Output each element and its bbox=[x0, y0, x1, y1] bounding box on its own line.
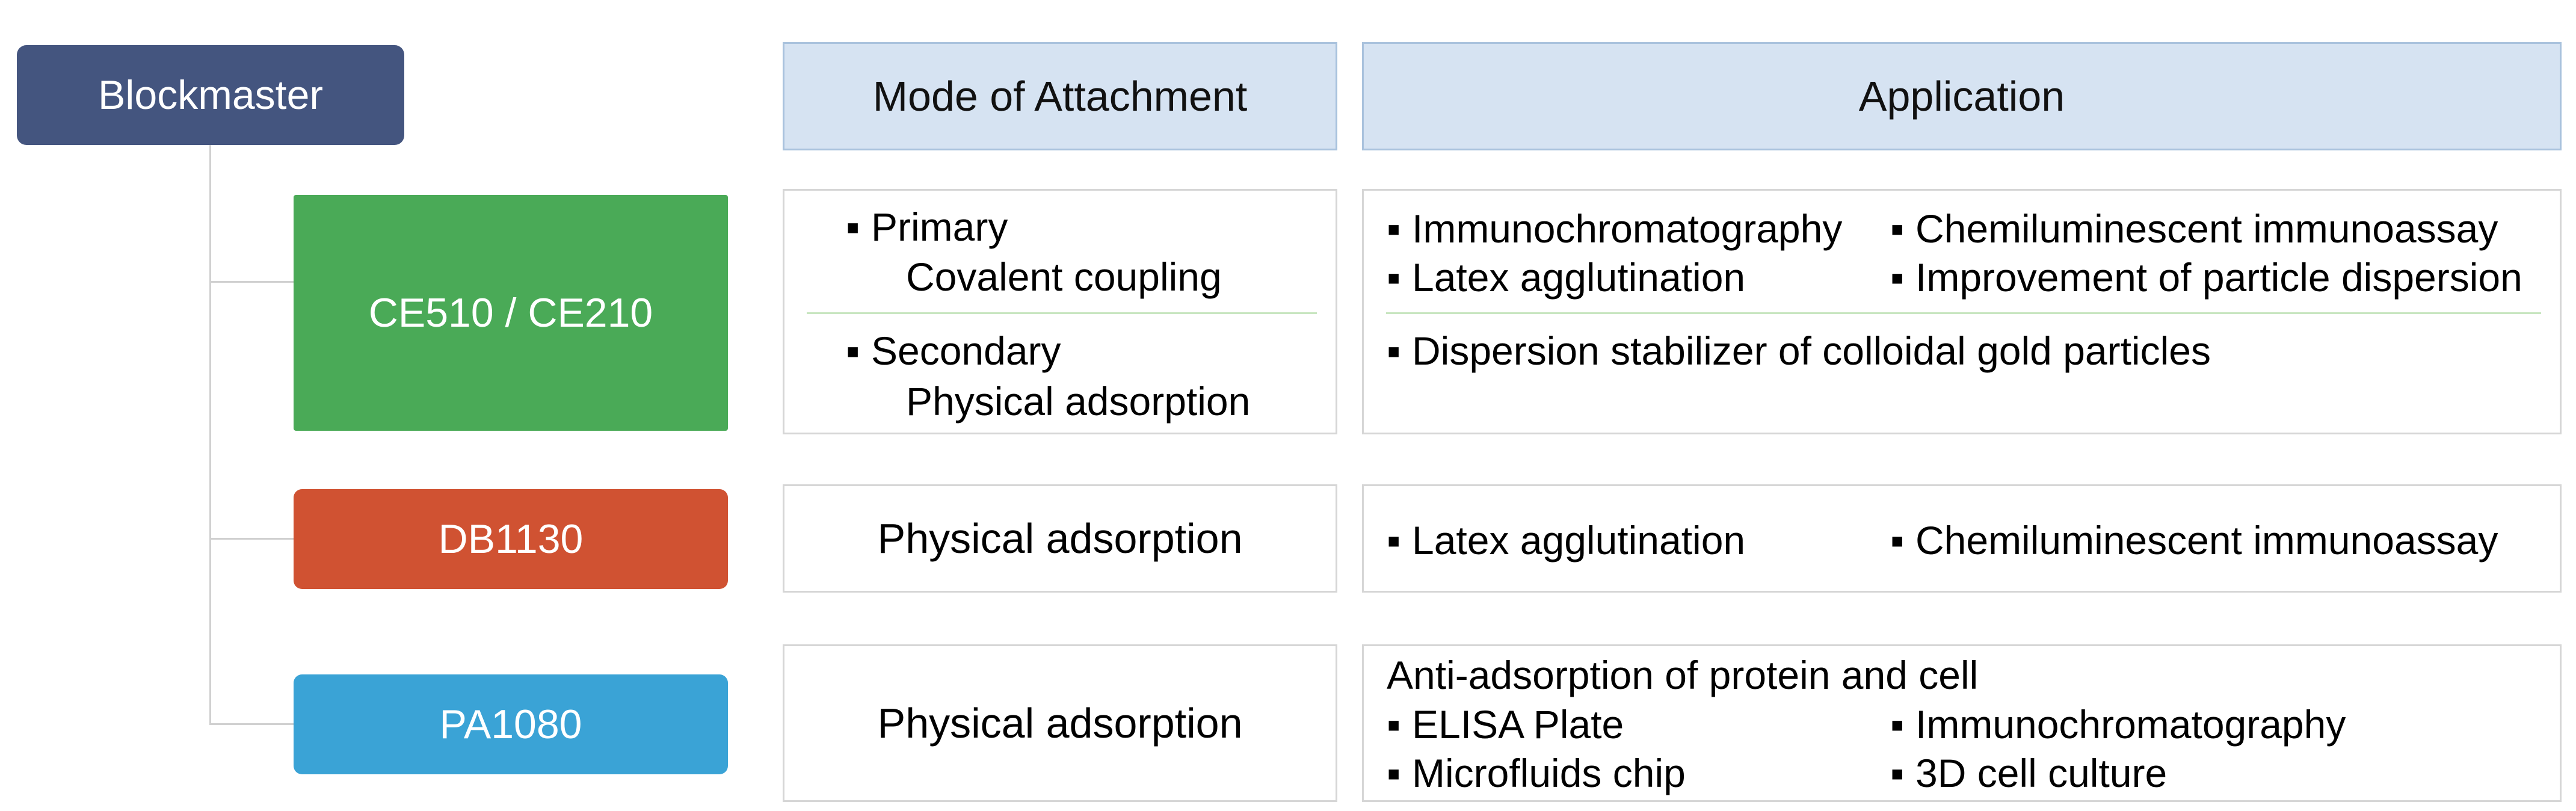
bullet-icon: ▪ bbox=[1890, 255, 1905, 300]
app-item: ▪3D cell culture bbox=[1890, 751, 2168, 795]
product-label: PA1080 bbox=[439, 702, 582, 747]
product-label: CE510 / CE210 bbox=[368, 290, 653, 336]
product-ce510-ce210: CE510 / CE210 bbox=[294, 195, 728, 431]
mode-primary-detail: Covalent coupling bbox=[906, 254, 1222, 299]
app-item: ▪ELISA Plate bbox=[1387, 702, 1624, 747]
app-heading: Anti-adsorption of protein and cell bbox=[1387, 653, 1979, 697]
product-db1130: DB1130 bbox=[294, 489, 728, 589]
branch-line-pa1080 bbox=[209, 723, 294, 725]
app-item: ▪Chemiluminescent immunoassay bbox=[1890, 518, 2498, 563]
mode-cell-db1130: Physical adsorption bbox=[783, 484, 1337, 593]
bullet-icon: ▪ bbox=[1890, 206, 1905, 251]
product-pa1080: PA1080 bbox=[294, 674, 728, 774]
app-item: ▪Immunochromatography bbox=[1387, 206, 1843, 251]
application-cell-pa1080: Anti-adsorption of protein and cell ▪ELI… bbox=[1362, 644, 2562, 802]
header-label: Mode of Attachment bbox=[872, 73, 1248, 120]
application-cell-ce510: ▪Immunochromatography ▪Latex agglutinati… bbox=[1362, 189, 2562, 434]
mode-secondary-detail: Physical adsorption bbox=[906, 379, 1251, 424]
app-item: ▪Immunochromatography bbox=[1890, 702, 2346, 747]
bullet-icon: ▪ bbox=[1387, 518, 1401, 563]
header-application: Application bbox=[1362, 42, 2562, 150]
mode-cell-ce510: ▪Primary Covalent coupling ▪Secondary Ph… bbox=[783, 189, 1337, 434]
tree-trunk-line bbox=[209, 145, 211, 724]
bullet-icon: ▪ bbox=[1387, 328, 1401, 373]
app-item: ▪Latex agglutination bbox=[1387, 518, 1746, 563]
bullet-icon: ▪ bbox=[1890, 751, 1905, 795]
root-label: Blockmaster bbox=[97, 72, 324, 118]
bullet-icon: ▪ bbox=[1387, 702, 1401, 747]
branch-line-db1130 bbox=[209, 538, 294, 540]
app-item: ▪Chemiluminescent immunoassay bbox=[1890, 206, 2498, 251]
app-item: ▪Improvement of particle dispersion bbox=[1890, 255, 2522, 300]
bullet-icon: ▪ bbox=[1890, 518, 1905, 563]
app-item: ▪Microfluids chip bbox=[1387, 751, 1686, 795]
bullet-icon: ▪ bbox=[1387, 751, 1401, 795]
bullet-icon: ▪ bbox=[1890, 702, 1905, 747]
branch-line-ce510 bbox=[209, 281, 294, 283]
header-label: Application bbox=[1858, 73, 2065, 120]
mode-value: Physical adsorption bbox=[877, 515, 1243, 562]
bullet-icon: ▪ bbox=[1387, 206, 1401, 251]
mode-divider bbox=[807, 312, 1317, 314]
mode-value: Physical adsorption bbox=[877, 700, 1243, 747]
bullet-icon: ▪ bbox=[846, 328, 860, 373]
application-divider bbox=[1386, 312, 2541, 314]
app-item: ▪Latex agglutination bbox=[1387, 255, 1746, 300]
bullet-icon: ▪ bbox=[846, 205, 860, 249]
mode-secondary-title: ▪Secondary bbox=[846, 328, 1061, 373]
root-node-blockmaster: Blockmaster bbox=[17, 45, 404, 145]
header-mode-of-attachment: Mode of Attachment bbox=[783, 42, 1337, 150]
bullet-icon: ▪ bbox=[1387, 255, 1401, 300]
mode-primary-title: ▪Primary bbox=[846, 205, 1008, 249]
application-cell-db1130: ▪Latex agglutination ▪Chemiluminescent i… bbox=[1362, 484, 2562, 593]
product-label: DB1130 bbox=[438, 516, 584, 562]
app-item: ▪Dispersion stabilizer of colloidal gold… bbox=[1387, 328, 2211, 373]
mode-cell-pa1080: Physical adsorption bbox=[783, 644, 1337, 802]
